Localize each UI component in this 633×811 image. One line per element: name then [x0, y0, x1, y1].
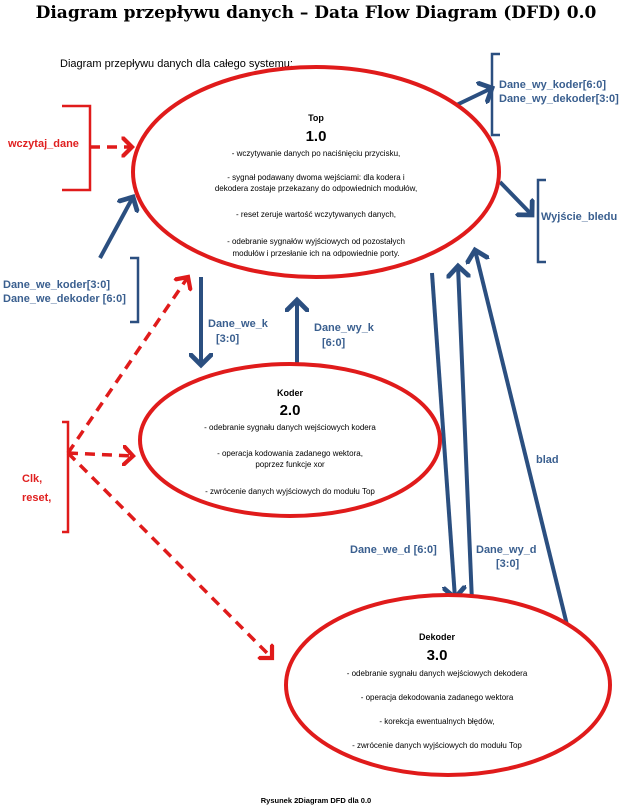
process-top-line: - wczytywanie danych po naciśnięciu przy… — [232, 149, 401, 158]
process-top-name: Top — [308, 113, 324, 123]
process-koder-line: - zwrócenie danych wyjściowych do modułu… — [205, 487, 375, 496]
process-top-line: - sygnał podawany dwoma wejściami: dla k… — [227, 173, 405, 182]
flow-label-dane-we-k-width: [3:0] — [216, 333, 240, 345]
external-outputs-bracket — [490, 52, 500, 137]
process-dekoder-line: - zwrócenie danych wyjściowych do modułu… — [352, 741, 522, 750]
external-input-label: Dane_we_koder[3:0] — [3, 279, 110, 291]
process-dekoder-name: Dekoder — [419, 632, 456, 642]
external-inputs: Dane_we_koder[3:0] Dane_we_dekoder [6:0] — [3, 256, 140, 324]
flow-clk-to-top — [66, 277, 188, 454]
flow-labels: Dane_we_k [3:0] Dane_wy_k [6:0] Dane_we_… — [208, 318, 559, 570]
external-clock-bracket — [62, 420, 70, 534]
flow-blad — [475, 250, 571, 634]
flow-dekoder-to-top — [458, 266, 474, 603]
external-output-label: Dane_wy_koder[6:0] — [499, 79, 606, 91]
process-dekoder-line: - odebranie sygnału danych wejściowych d… — [347, 669, 528, 678]
data-flows — [98, 88, 571, 634]
flow-inputs-to-top — [98, 197, 133, 259]
process-dekoder-description: - odebranie sygnału danych wejściowych d… — [347, 669, 528, 750]
flow-label-dane-we-d: Dane_we_d [6:0] — [350, 544, 437, 556]
process-dekoder: Dekoder 3.0 - odebranie sygnału danych w… — [284, 593, 612, 777]
external-reset-label: reset, — [22, 492, 51, 504]
external-load-bracket — [62, 104, 92, 192]
process-koder: Koder 2.0 - odebranie sygnału danych wej… — [138, 362, 442, 518]
figure-caption: Rysunek 2Diagram DFD dla 0.0 — [261, 796, 371, 805]
process-koder-line: poprzez funkcje xor — [255, 460, 325, 469]
diagram-subtitle: Diagram przepływu danych dla całego syst… — [60, 58, 293, 70]
process-koder-line: - odebranie sygnału danych wejściowych k… — [204, 423, 376, 432]
process-top-description: - wczytywanie danych po naciśnięciu przy… — [215, 149, 417, 258]
external-inputs-bracket — [130, 256, 140, 324]
external-clock-label: Clk, — [22, 473, 42, 485]
external-input-label: Dane_we_dekoder [6:0] — [3, 293, 126, 305]
external-error-label: Wyjście_bledu — [541, 211, 617, 223]
process-top-line: dekodera zostaje przekazany do odpowiedn… — [215, 184, 417, 193]
flow-label-dane-wy-k: Dane_wy_k — [314, 322, 375, 334]
flow-clk-to-koder — [67, 453, 133, 456]
flow-label-dane-wy-d: Dane_wy_d — [476, 544, 537, 556]
process-dekoder-outline — [284, 593, 612, 777]
flow-label-dane-wy-k-width: [6:0] — [322, 337, 346, 349]
external-outputs: Dane_wy_koder[6:0] Dane_wy_dekoder[3:0] — [490, 52, 619, 137]
diagram-title: Diagram przepływu danych – Data Flow Dia… — [36, 3, 597, 23]
external-error-output: Wyjście_bledu — [536, 178, 617, 264]
external-error-bracket — [536, 178, 546, 264]
process-koder-outline — [138, 362, 442, 518]
flow-top-to-dekoder — [430, 272, 455, 598]
flow-top-to-error — [498, 180, 532, 215]
process-top-line: - reset zeruje wartość wczytywanych dany… — [236, 210, 396, 219]
process-dekoder-line: - operacja dekodowania zadanego wektora — [361, 693, 514, 702]
process-top-line: modułów i przesłanie ich na odpowiednie … — [232, 249, 399, 258]
flow-clk-to-dekoder — [66, 451, 272, 658]
process-top-line: - odebranie sygnałów wyjściowych od pozo… — [227, 237, 405, 246]
process-top-outline — [131, 65, 501, 279]
process-top: Top 1.0 - wczytywanie danych po naciśnię… — [131, 65, 501, 279]
process-koder-name: Koder — [277, 388, 304, 398]
external-output-label: Dane_wy_dekoder[3:0] — [499, 93, 619, 105]
process-koder-line: - operacja kodowania zadanego wektora, — [217, 449, 363, 458]
process-dekoder-line: - korekcja ewentualnych błędów, — [379, 717, 494, 726]
flow-label-dane-wy-d-width: [3:0] — [496, 558, 520, 570]
external-load-label: wczytaj_dane — [7, 138, 79, 150]
external-load: wczytaj_dane — [7, 104, 92, 192]
process-koder-number: 2.0 — [280, 402, 301, 419]
external-clock-reset: Clk, reset, — [22, 420, 70, 534]
control-flows — [66, 147, 272, 658]
process-koder-description: - odebranie sygnału danych wejściowych k… — [204, 423, 376, 496]
flow-label-dane-we-k: Dane_we_k — [208, 318, 269, 330]
process-top-number: 1.0 — [306, 128, 327, 145]
flow-label-blad: blad — [536, 454, 559, 466]
process-dekoder-number: 3.0 — [427, 647, 448, 664]
